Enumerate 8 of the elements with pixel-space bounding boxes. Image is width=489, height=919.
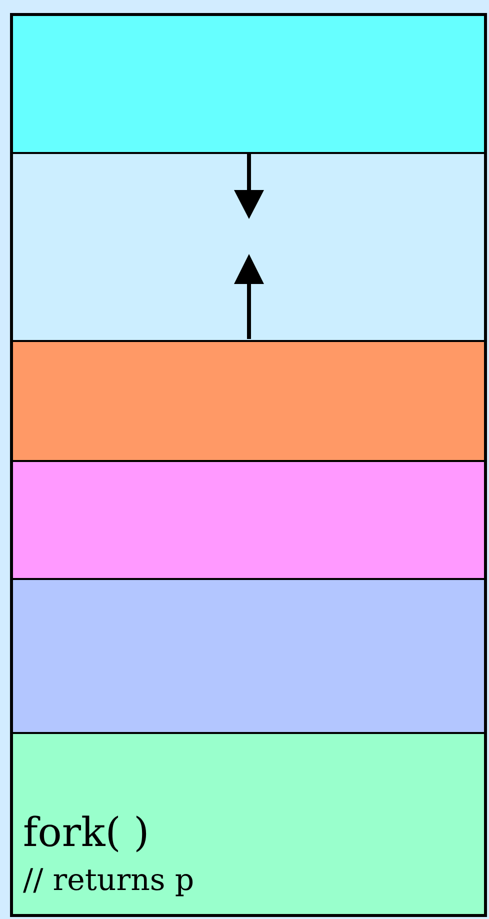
code-comment: // returns p bbox=[23, 862, 196, 900]
code-text: fork( ) bbox=[23, 809, 150, 857]
memory-segment bbox=[13, 460, 484, 579]
memory-segment bbox=[13, 578, 484, 733]
memory-segment bbox=[13, 152, 484, 341]
memory-segment bbox=[13, 732, 484, 914]
memory-segment bbox=[13, 16, 484, 154]
memory-segment bbox=[13, 340, 484, 461]
